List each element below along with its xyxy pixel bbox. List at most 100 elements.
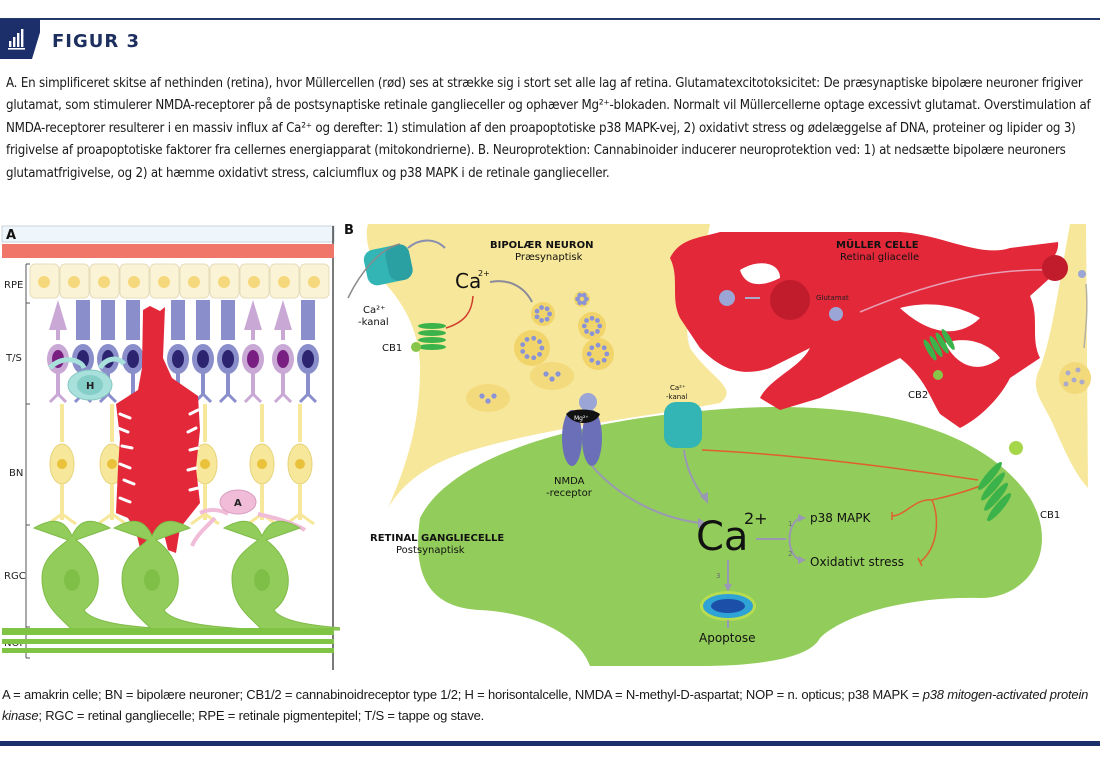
ganglion-cell: [222, 520, 340, 631]
glutamate-transporter-out: [1042, 255, 1068, 281]
rod-outer-segment: [301, 300, 315, 340]
ganglion-cell: [32, 520, 193, 631]
glutamate-dot: [537, 351, 542, 357]
cone-outer-segment: [49, 300, 67, 330]
cb1-receptor-presynaptic: [411, 323, 446, 352]
cone-nucleus: [277, 350, 289, 368]
glutamate-dot: [589, 345, 595, 351]
rod-outer-segment: [221, 300, 235, 340]
rpe-cells: [29, 263, 330, 299]
ganglion-title: RETINAL GANGLIECELLE: [370, 533, 504, 544]
cannabinoid-ligand: [1009, 441, 1023, 455]
glutamate-dot: [524, 337, 530, 342]
cb2-label: CB2: [908, 390, 928, 401]
glutamate-dot: [577, 300, 583, 306]
step-3-label: 3: [716, 572, 720, 580]
figure-caption: A. En simplificeret skitse af nethinden …: [6, 76, 1091, 181]
nmda-label-line2: -receptor: [546, 488, 593, 499]
released-glutamate: [479, 393, 485, 399]
rod-nucleus: [172, 350, 184, 368]
footnote-italic: p38 mitogen-activated protein kinase: [2, 687, 1089, 723]
vesicle: [582, 338, 614, 370]
vesicle: [514, 330, 550, 366]
glutamate-dot: [595, 342, 601, 348]
glutamate-transporter-in: [770, 280, 810, 320]
choroid-layer: [2, 244, 334, 258]
rpe-nucleus: [38, 276, 50, 288]
postsynaptic-ca-channel: [664, 402, 702, 448]
glutamate-dot: [520, 342, 526, 348]
glutamate-dot: [539, 345, 545, 351]
exocytosis-site: [466, 384, 510, 412]
cb1-inhibits-pathways: [919, 485, 981, 563]
panel-a-label: A: [6, 228, 16, 243]
bipolar-nucleus: [57, 459, 67, 469]
rod-outer-segment: [196, 300, 210, 340]
arrow-channel-to-ca-post: [683, 449, 705, 499]
amacrine-cell-label: A: [234, 498, 242, 509]
glutamate-dot: [589, 331, 595, 337]
bipolar-nucleus: [257, 459, 267, 469]
header-rule: [0, 18, 1100, 20]
ganglion-nucleus: [144, 569, 160, 591]
rod-nucleus: [222, 350, 234, 368]
optic-nerve-fibers: [2, 628, 334, 653]
panel-b-mechanism: B Ca²⁺ -kanal Ca 2+ CB1 BIPOLÆR NEURON P…: [344, 223, 1091, 666]
muller-subtitle: Retinal gliacelle: [840, 252, 919, 263]
rod-outer-segment: [126, 300, 140, 340]
muller-cell-panel-a: [116, 306, 200, 553]
rpe-nucleus: [158, 276, 170, 288]
bipolar-neuron-right-edge: [1035, 224, 1088, 488]
released-glutamate: [555, 371, 561, 377]
pathway-p38-mapk: p38 MAPK: [810, 511, 872, 525]
rpe-nucleus: [308, 276, 320, 288]
glutamate-dot: [534, 314, 540, 320]
glutamate-dot: [586, 351, 592, 357]
rod-nucleus: [127, 350, 139, 368]
glutamat-label: Glutamat: [816, 294, 849, 302]
bipolar-title: BIPOLÆR NEURON: [490, 240, 593, 251]
glutamate-dot: [544, 316, 550, 322]
glutamate-dot: [595, 360, 601, 366]
ca-channel-2-line2: -kanal: [666, 393, 687, 401]
rpe-nucleus: [128, 276, 140, 288]
ca-channel-1-line1: Ca²⁺: [363, 305, 385, 316]
rpe-nucleus: [218, 276, 230, 288]
glutamate-vesicles: [466, 291, 614, 412]
arrow-channel-to-ca: [407, 239, 446, 249]
glutamate-dot: [595, 329, 600, 334]
glutamate-dot: [524, 354, 530, 359]
released-glutamate: [543, 371, 549, 377]
rod-outer-segment: [171, 300, 185, 340]
glutamate-dot: [547, 311, 552, 317]
cb1-inhibits-ca: [445, 295, 474, 329]
rpe-nucleus: [188, 276, 200, 288]
rpe-nucleus: [98, 276, 110, 288]
rpe-nucleus: [248, 276, 260, 288]
glutamate-dot: [544, 306, 550, 312]
arrow-nmda-to-ca: [591, 465, 701, 524]
rod-nucleus: [302, 350, 314, 368]
cone-outer-segment: [274, 300, 292, 330]
glutamate-molecule-intracellular: [829, 307, 843, 321]
glutamate-dot: [531, 355, 537, 361]
postsynaptic-ca-label: Ca: [696, 514, 748, 560]
glutamate-dot: [539, 318, 544, 323]
released-glutamate: [549, 376, 555, 382]
panel-b-label: B: [344, 223, 354, 238]
layer-label-bn: BN: [9, 468, 23, 479]
ganglion-cell-body: [418, 407, 1042, 666]
rpe-nucleus: [278, 276, 290, 288]
horizontal-cell: H: [48, 356, 126, 401]
figure-title: FIGUR 3: [52, 31, 141, 52]
cb1-receptor-postsynaptic: [978, 461, 1012, 522]
glutamate-dot: [601, 357, 607, 363]
glutamate-dot: [581, 292, 587, 298]
footnote-text-1: A = amakrin celle; BN = bipolære neurone…: [2, 687, 923, 702]
glutamate-dot: [604, 351, 610, 357]
step-2-label: 2: [788, 550, 792, 558]
layer-label-rgc: RGC: [4, 571, 26, 582]
glutamate-dot: [597, 323, 603, 329]
exocytosis-site: [530, 362, 574, 390]
cb1-left-label: CB1: [382, 343, 402, 354]
